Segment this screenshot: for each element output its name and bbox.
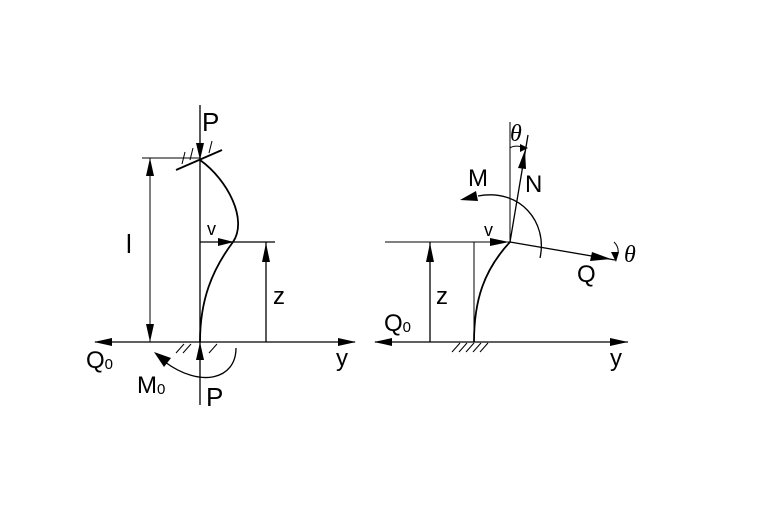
left-deflected-pile: [199, 159, 239, 343]
right-hatch-3: [465, 342, 475, 353]
left-moment-sub: 0: [157, 381, 165, 398]
left-y-arrowhead: [338, 338, 356, 346]
left-dim-arrow-bottom: [146, 324, 154, 342]
right-base-shear-main: Q: [384, 310, 403, 337]
right-moment-arc: [477, 194, 542, 259]
right-angle-right-label: θ: [624, 242, 636, 268]
right-normal-force-label: N: [525, 171, 542, 198]
right-axis-label: y: [610, 345, 622, 372]
left-deflection-arrowhead: [218, 238, 234, 246]
left-shear-sub: 0: [105, 356, 113, 373]
right-hatch-5: [479, 342, 489, 353]
left-height-arrowhead: [262, 243, 270, 262]
right-shear-label: Q: [577, 261, 596, 288]
right-angle-top-arrowhead: [520, 144, 528, 152]
right-shear-arrowhead-q: [590, 252, 611, 261]
left-bottom-hatch-3: [208, 343, 218, 354]
left-bottom-hatch-1: [175, 343, 185, 354]
left-dim-arrow-top: [146, 158, 154, 176]
left-shear-arrowhead: [94, 338, 112, 346]
right-hatch-1: [451, 342, 461, 353]
right-base-shear-label: Q0: [384, 310, 411, 337]
right-moment-arrowhead: [460, 191, 478, 201]
left-moment-main: M: [137, 372, 157, 399]
right-y-arrowhead: [610, 338, 628, 346]
left-load-top-label: P: [202, 107, 219, 137]
right-shear-arrowhead: [374, 338, 392, 346]
left-shear-main: Q: [86, 347, 105, 374]
left-moment-arc: [164, 347, 237, 379]
right-base-shear-sub: 0: [403, 319, 411, 336]
left-top-support: [175, 149, 223, 171]
left-moment-arrowhead: [154, 352, 171, 367]
left-shear-label: Q0: [86, 347, 113, 374]
right-moment-label: M: [468, 165, 488, 192]
left-load-top-arrowhead: [196, 143, 204, 160]
left-height-label: z: [273, 283, 285, 310]
left-length-label: l: [126, 229, 132, 259]
left-load-bottom-label: P: [206, 382, 223, 412]
right-figure: θ M N v θ Q z Q0 y: [374, 121, 636, 372]
right-hatch-2: [458, 342, 468, 353]
right-deflection-arrowhead: [490, 238, 509, 246]
right-height-arrowhead: [426, 243, 434, 262]
left-bottom-hatch-2: [182, 343, 192, 354]
right-angle-top-label: θ: [510, 121, 522, 147]
right-height-label: z: [436, 283, 448, 310]
right-deflected-pile: [473, 241, 511, 343]
left-moment-label: M0: [137, 372, 165, 399]
left-deflection-label: v: [207, 219, 216, 239]
right-deflection-label: v: [484, 220, 493, 240]
right-normal-force-arrowhead: [518, 150, 526, 169]
right-hatch-4: [472, 342, 482, 353]
left-figure: P l v z Q0 M0 P y: [86, 105, 356, 412]
right-angle-right-arrowhead: [611, 252, 619, 262]
left-load-bottom-arrowhead: [196, 342, 204, 360]
left-axis-label: y: [336, 345, 348, 372]
left-top-hatch-3: [208, 140, 213, 154]
